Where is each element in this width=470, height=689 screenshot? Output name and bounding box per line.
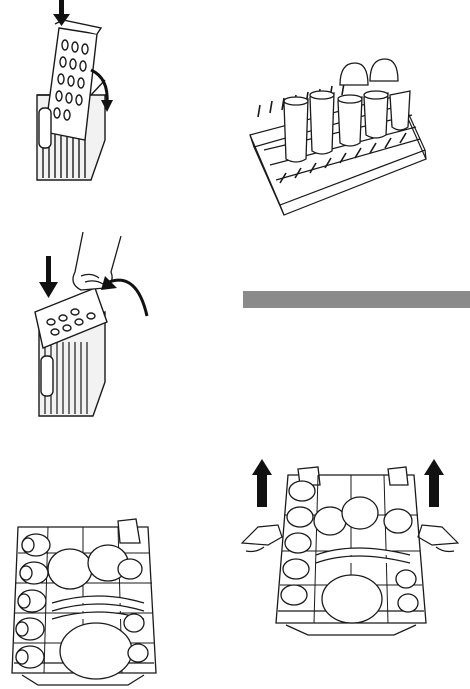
hand-icon bbox=[242, 525, 282, 552]
dishes-illustration bbox=[281, 481, 418, 623]
figure-cutlery-basket-open bbox=[25, 0, 125, 190]
cutlery-basket-illustration bbox=[37, 20, 105, 180]
up-arrow-icon bbox=[252, 459, 272, 507]
figure-upper-basket-adjust bbox=[238, 455, 463, 645]
hand-icon bbox=[418, 525, 458, 552]
figure-cups-rack bbox=[240, 55, 430, 220]
figure-cutlery-basket-close bbox=[25, 232, 160, 422]
section-band bbox=[243, 291, 470, 308]
figure-lower-basket bbox=[8, 513, 158, 689]
up-arrow-icon bbox=[424, 459, 444, 507]
down-arrow-icon bbox=[39, 256, 58, 298]
rotate-arrow-icon bbox=[109, 280, 147, 316]
dishes-illustration bbox=[16, 534, 148, 679]
glasses-illustration bbox=[284, 59, 410, 162]
